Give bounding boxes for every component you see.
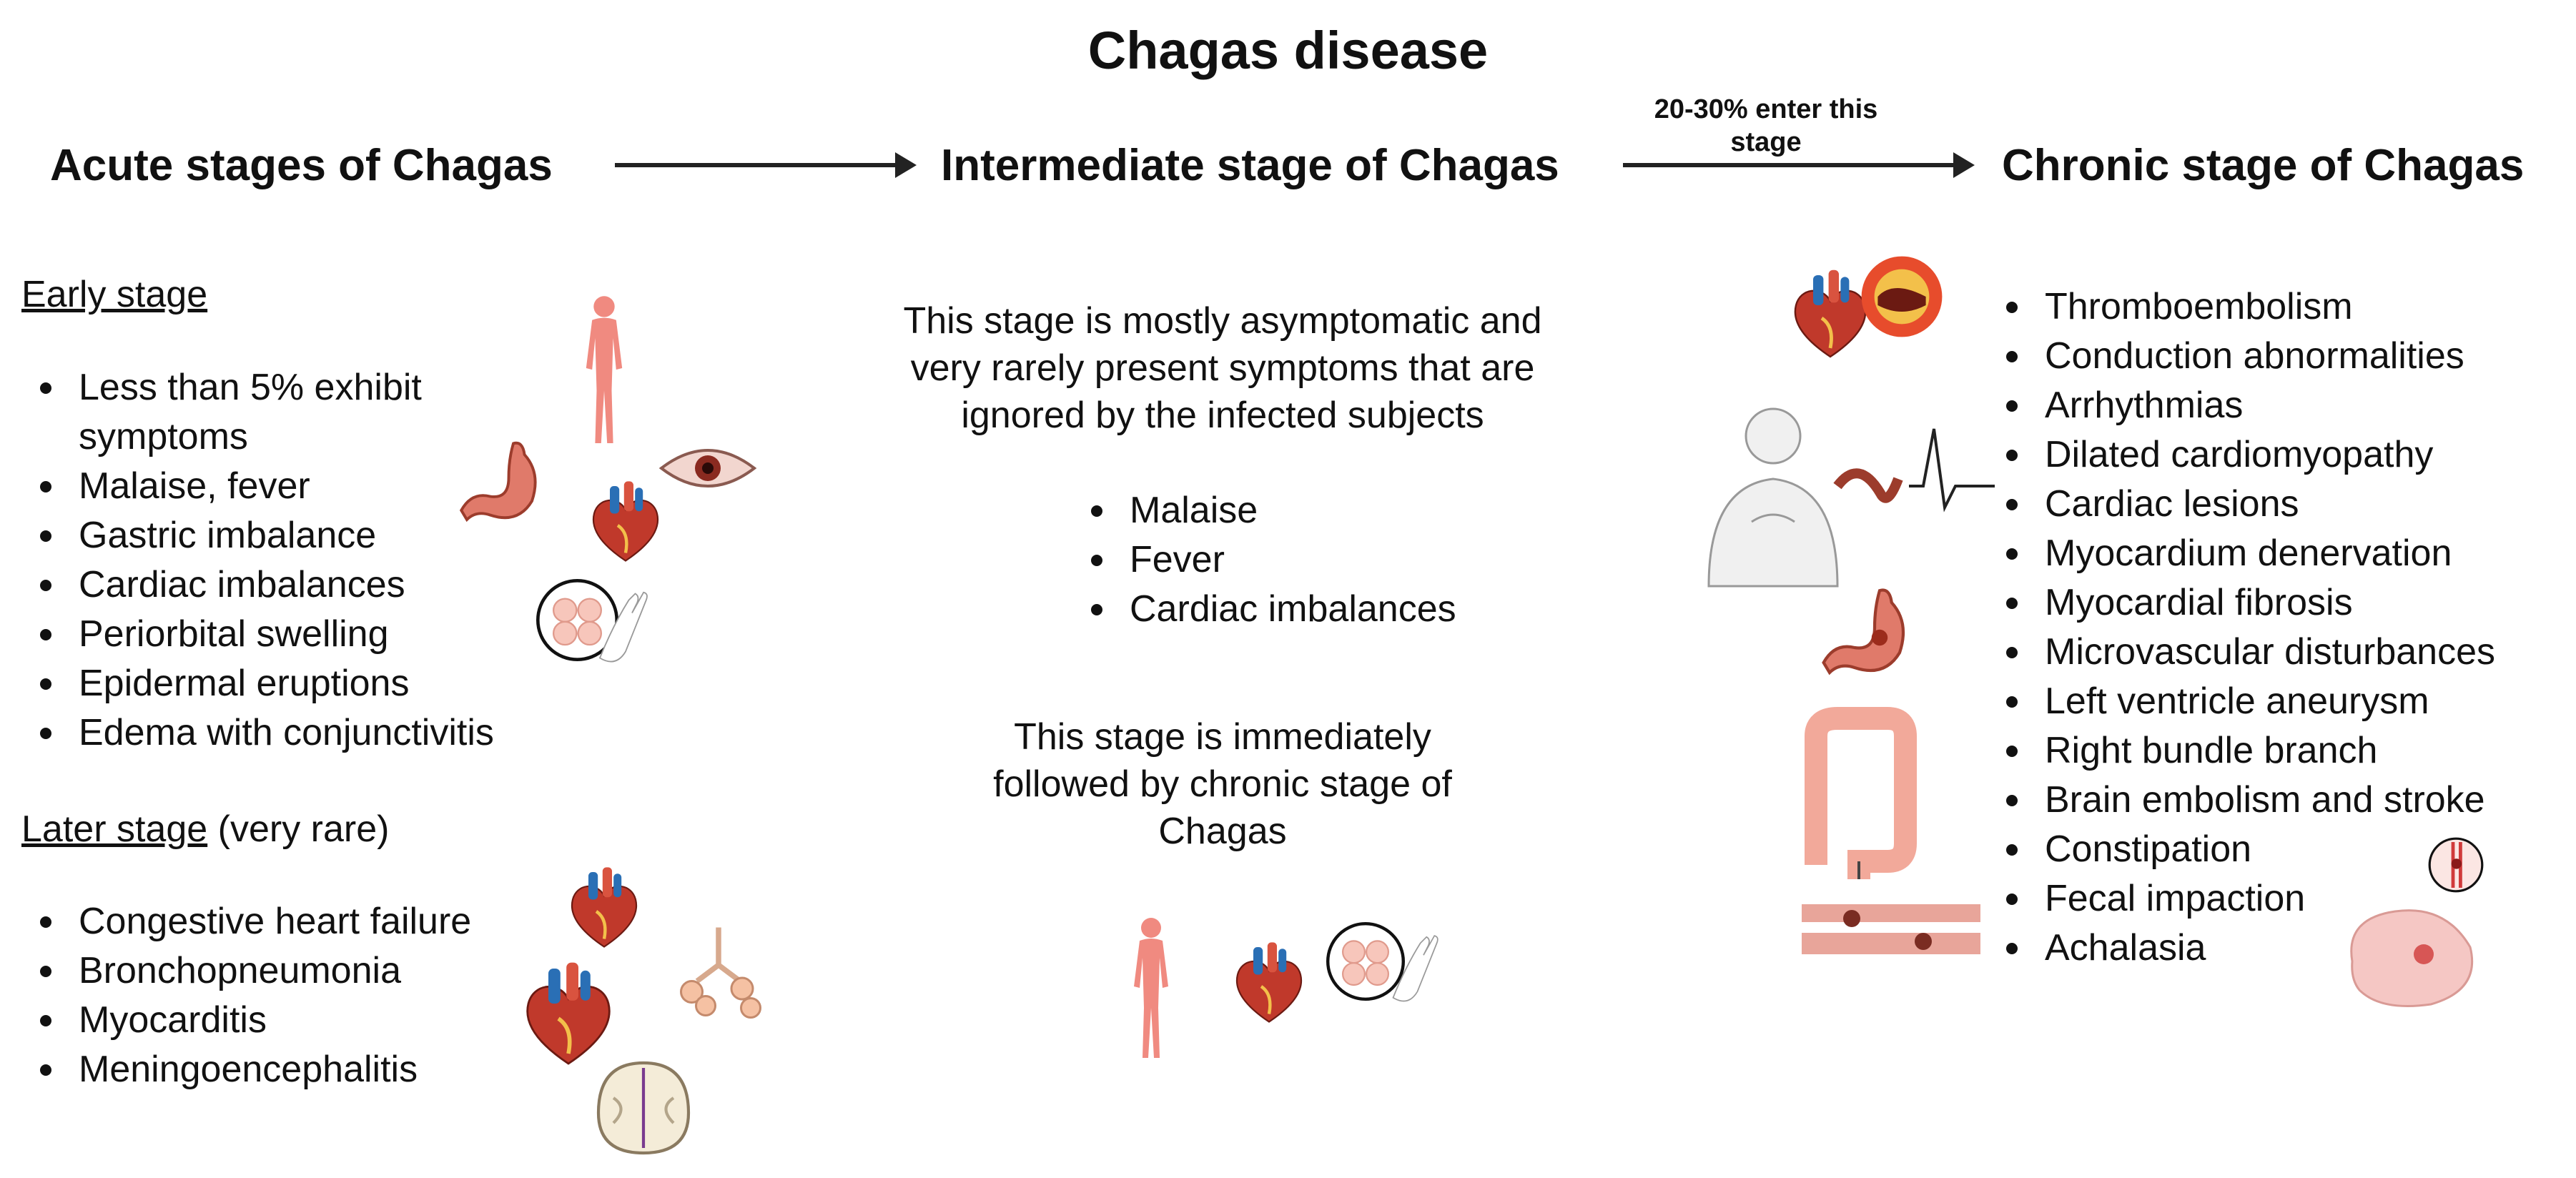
list-item: Less than 5% exhibit symptoms [21,363,494,462]
tissue-sample-icon [1392,935,1438,1002]
list-item: Myocarditis [21,996,471,1045]
list-item: Malaise [1072,486,1456,535]
list-item: Dilated cardiomyopathy [1988,430,2495,480]
early-stage-heading: Early stage [21,273,207,316]
list-item: Conduction abnormalities [1988,332,2495,381]
colon-icon [1805,707,1917,879]
human-body-icon [586,296,623,443]
artery-clot-icon [1861,256,1943,337]
acute-stage-heading: Acute stages of Chagas [50,141,553,190]
heart-icon [518,969,618,1069]
intermediate-followup: This stage is immediately followed by ch… [993,716,1452,852]
list-item: Cardiac imbalances [21,560,494,610]
list-item: Meningoencephalitis [21,1045,471,1094]
intermediate-description: This stage is mostly asymptomatic and ve… [903,300,1542,436]
brain-scan-icon [596,1061,691,1155]
list-item: Bronchopneumonia [21,946,471,996]
intermediate-symptom-list: Malaise Fever Cardiac imbalances [1072,486,1456,634]
later-stage-heading: Later stage (very rare) [21,808,389,851]
intermediate-to-chronic-arrow [1623,152,1975,178]
later-stage-note: (very rare) [207,808,390,850]
muscle-fiber-icon [1802,904,1980,954]
arrow-label-line-1: 20-30% enter this [1654,94,1878,124]
list-item: Myocardium denervation [1988,529,2495,578]
list-item: Gastric imbalance [21,511,494,560]
diagram-title: Chagas disease [1087,21,1489,80]
list-item: Periorbital swelling [21,610,494,659]
list-item: Right bundle branch [1988,726,2495,776]
heart-icon [565,868,643,954]
list-item: Thromboembolism [1988,282,2495,332]
list-item: Edema with conjunctivitis [21,708,494,758]
chronic-symptom-list: Thromboembolism Conduction abnormalities… [1988,282,2495,973]
eye-icon [658,449,757,487]
chronic-stage-heading: Chronic stage of Chagas [2002,141,2525,190]
early-stage-list: Less than 5% exhibit symptoms Malaise, f… [21,363,494,758]
list-item: Microvascular disturbances [1988,628,2495,677]
list-item: Fever [1072,535,1456,585]
list-item: Cardiac imbalances [1072,585,1456,634]
stomach-icon [459,441,537,523]
lungs-icon [680,927,761,1019]
list-item: Left ventricle aneurysm [1988,677,2495,726]
heart-icon [586,486,665,565]
list-item: Constipation [1988,825,2495,874]
stomach-icon [1822,588,1905,675]
ecg-icon [1833,428,1995,513]
list-item: Malaise, fever [21,462,494,511]
list-item: Congestive heart failure [21,897,471,946]
heart-icon [1230,944,1308,1029]
early-stage-label: Early stage [21,274,208,315]
list-item: Fecal impaction [1988,874,2495,924]
list-item: Arrhythmias [1988,381,2495,430]
human-body-icon [1134,918,1168,1058]
patient-chest-pain-icon [1707,407,1839,588]
list-item: Myocardial fibrosis [1988,578,2495,628]
list-item: Achalasia [1988,924,2495,973]
list-item: Cardiac lesions [1988,480,2495,529]
arrow-label-line-2: stage [1730,127,1802,157]
intermediate-stage-heading: Intermediate stage of Chagas [941,141,1559,190]
acute-to-intermediate-arrow [615,152,917,178]
later-stage-label: Later stage [21,808,208,850]
arrow-percentage-label: 20-30% enter this stage [1623,93,1909,159]
brain-icon [2350,909,2474,1007]
list-item: Brain embolism and stroke [1988,776,2495,825]
later-stage-list: Congestive heart failure Bronchopneumoni… [21,897,471,1094]
vessel-clot-icon [2428,837,2484,893]
list-item: Epidermal eruptions [21,659,494,708]
tissue-sample-icon [599,591,648,663]
